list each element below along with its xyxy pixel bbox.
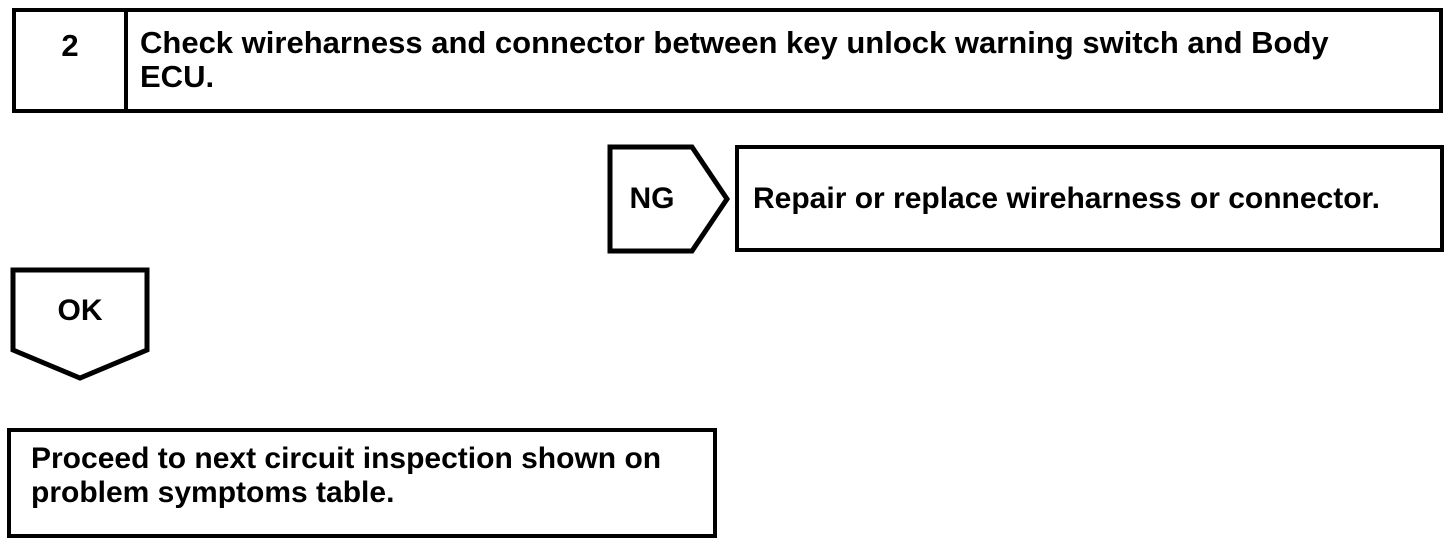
step-title: Check wireharness and connector between … [140,25,1329,94]
ng-pentagon: NG [607,144,731,254]
step-title-cell: Check wireharness and connector between … [128,12,1439,109]
ng-label: NG [629,182,675,215]
ng-action-box: Repair or replace wireharness or connect… [735,145,1444,252]
ok-action-box: Proceed to next circuit inspection shown… [7,428,717,538]
ok-pentagon-icon [10,267,150,381]
step-number: 2 [61,28,79,63]
ng-pentagon-icon [607,144,731,254]
ok-action-text: Proceed to next circuit inspection shown… [31,442,662,509]
ng-action-text: Repair or replace wireharness or connect… [753,181,1380,215]
ok-pentagon: OK [10,267,150,381]
step-header-box: 2 Check wireharness and connector betwee… [12,8,1443,113]
ok-label: OK [57,294,103,327]
step-number-cell: 2 [16,12,128,109]
